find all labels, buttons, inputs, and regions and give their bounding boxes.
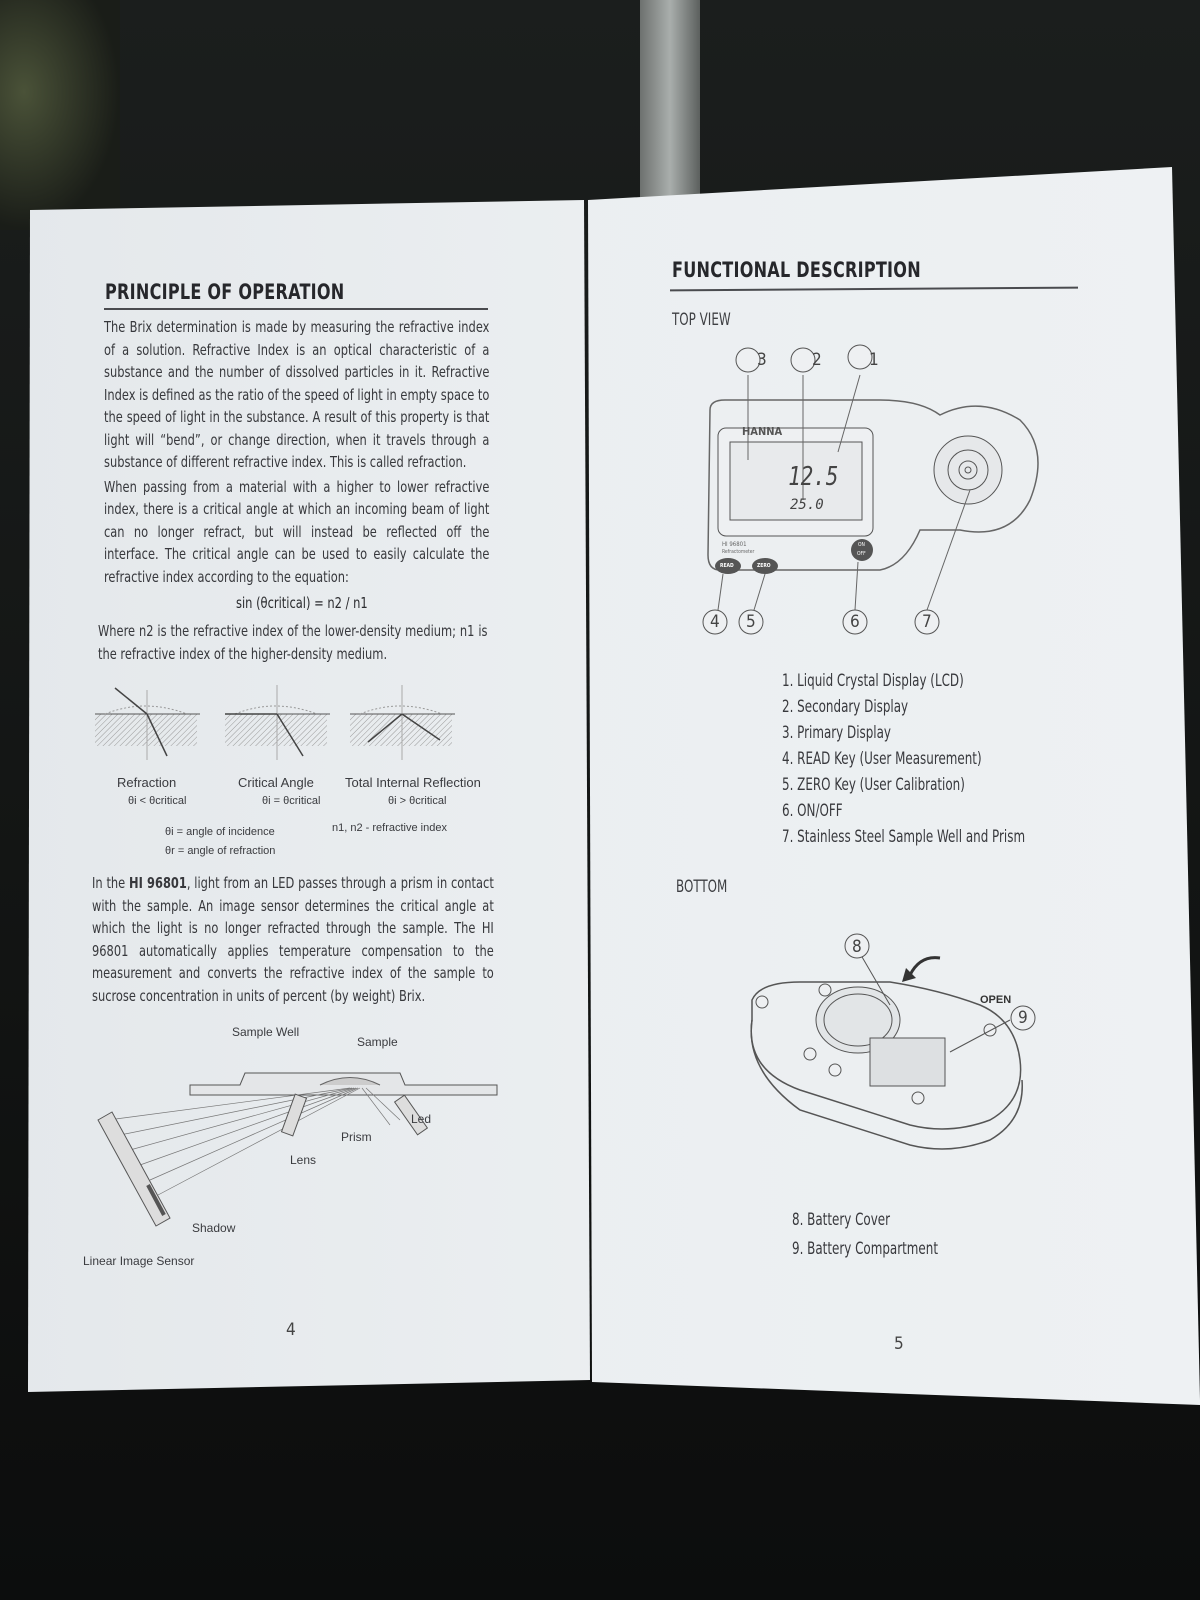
- callout-circles: [702, 344, 940, 635]
- page-number: 5: [894, 1334, 904, 1354]
- legend-refraction: θr = angle of refraction: [165, 845, 276, 857]
- legend-item: 6. ON/OFF: [782, 801, 843, 821]
- device-model: HI 96801: [722, 541, 747, 548]
- on-key-label: ON: [858, 542, 865, 548]
- legend-item: 1. Liquid Crystal Display (LCD): [782, 671, 964, 691]
- diagram-condition-refraction: θi < θcritical: [128, 795, 187, 807]
- primary-reading: 12.5: [788, 462, 839, 492]
- paragraph-4-body: , light from an LED passes through a pri…: [92, 874, 494, 1005]
- callout-7: 7: [922, 612, 932, 632]
- title-rule: [104, 308, 488, 310]
- callout-8: 8: [852, 937, 862, 957]
- page-title: PRINCIPLE OF OPERATION: [105, 280, 345, 304]
- legend-item: 5. ZERO Key (User Calibration): [782, 775, 965, 795]
- label-led: Led: [411, 1112, 432, 1126]
- paragraph-2: When passing from a material with a high…: [104, 477, 490, 586]
- legend-item: 9. Battery Compartment: [792, 1239, 939, 1259]
- diagram-label-tir: Total Internal Reflection: [345, 775, 481, 790]
- optics-diagram: [97, 1072, 498, 1227]
- callout-9: 9: [1018, 1008, 1028, 1028]
- label-sample: Sample: [357, 1035, 398, 1049]
- page-number: 4: [286, 1320, 296, 1340]
- legend-incidence: θi = angle of incidence: [165, 826, 275, 838]
- legend-item: 3. Primary Display: [782, 723, 892, 743]
- total-internal-reflection-diagram: [350, 685, 455, 760]
- paragraph-1: The Brix determination is made by measur…: [104, 318, 490, 471]
- device-top-view: [702, 344, 1039, 635]
- legend-item: 2. Secondary Display: [782, 697, 909, 717]
- paragraph-4: In the HI 96801, light from an LED passe…: [92, 872, 494, 1007]
- model-name: HI 96801: [129, 874, 187, 892]
- label-lens: Lens: [290, 1153, 317, 1167]
- top-view-label: TOP VIEW: [672, 310, 731, 330]
- paragraph-3: Where n2 is the refractive index of the …: [98, 622, 488, 663]
- refraction-diagram: [95, 687, 200, 760]
- label-shadow: Shadow: [192, 1221, 236, 1235]
- secondary-reading: 25.0: [790, 497, 824, 513]
- background-pole: [640, 0, 700, 210]
- page-title: FUNCTIONAL DESCRIPTION: [672, 258, 921, 282]
- callout-5: 5: [746, 612, 756, 632]
- read-key-label: READ: [720, 563, 734, 569]
- on-off-key: [851, 539, 873, 561]
- label-sample-well: Sample Well: [232, 1025, 300, 1039]
- paragraph-4-prefix: In the: [92, 874, 130, 892]
- label-prism: Prism: [341, 1130, 372, 1144]
- bottom-label: BOTTOM: [676, 877, 728, 897]
- callout-1: 1: [869, 350, 879, 370]
- intro-text: The Brix determination is made by measur…: [104, 316, 489, 590]
- callout-2: 2: [812, 350, 822, 370]
- legend-item: 4. READ Key (User Measurement): [782, 749, 982, 769]
- critical-angle-diagram: [225, 685, 330, 760]
- equation: sin (θcritical) = n2 / n1: [236, 594, 368, 612]
- legend-item: 8. Battery Cover: [792, 1210, 891, 1230]
- label-linear-image-sensor: Linear Image Sensor: [83, 1254, 195, 1268]
- legend-index: n1, n2 - refractive index: [332, 822, 447, 834]
- device-brand-logo: HANNA: [742, 425, 783, 438]
- title-rule: [669, 286, 1079, 292]
- diagram-label-refraction: Refraction: [117, 775, 177, 790]
- off-key-label: OFF: [857, 551, 866, 557]
- legend-item: 7. Stainless Steel Sample Well and Prism: [782, 827, 1026, 847]
- read-key: [715, 558, 741, 574]
- open-label: OPEN: [980, 994, 1012, 1006]
- callout-4: 4: [710, 612, 720, 632]
- device-subtitle: Refractometer: [722, 549, 755, 555]
- refraction-diagrams: [95, 685, 455, 760]
- zero-key-label: ZERO: [757, 563, 771, 569]
- bottom-view-legend: 8. Battery Cover 9. Battery Compartment: [792, 1206, 938, 1264]
- diagram-label-critical: Critical Angle: [238, 775, 314, 790]
- callout-6: 6: [850, 612, 860, 632]
- diagram-condition-tir: θi > θcritical: [388, 795, 447, 807]
- top-view-legend: 1. Liquid Crystal Display (LCD) 2. Secon…: [782, 668, 1025, 850]
- device-bottom-view: [750, 933, 1036, 1150]
- background-plant: [0, 0, 120, 230]
- diagram-condition-critical: θi = θcritical: [262, 795, 321, 807]
- callout-3: 3: [757, 350, 767, 370]
- zero-key: [752, 558, 778, 574]
